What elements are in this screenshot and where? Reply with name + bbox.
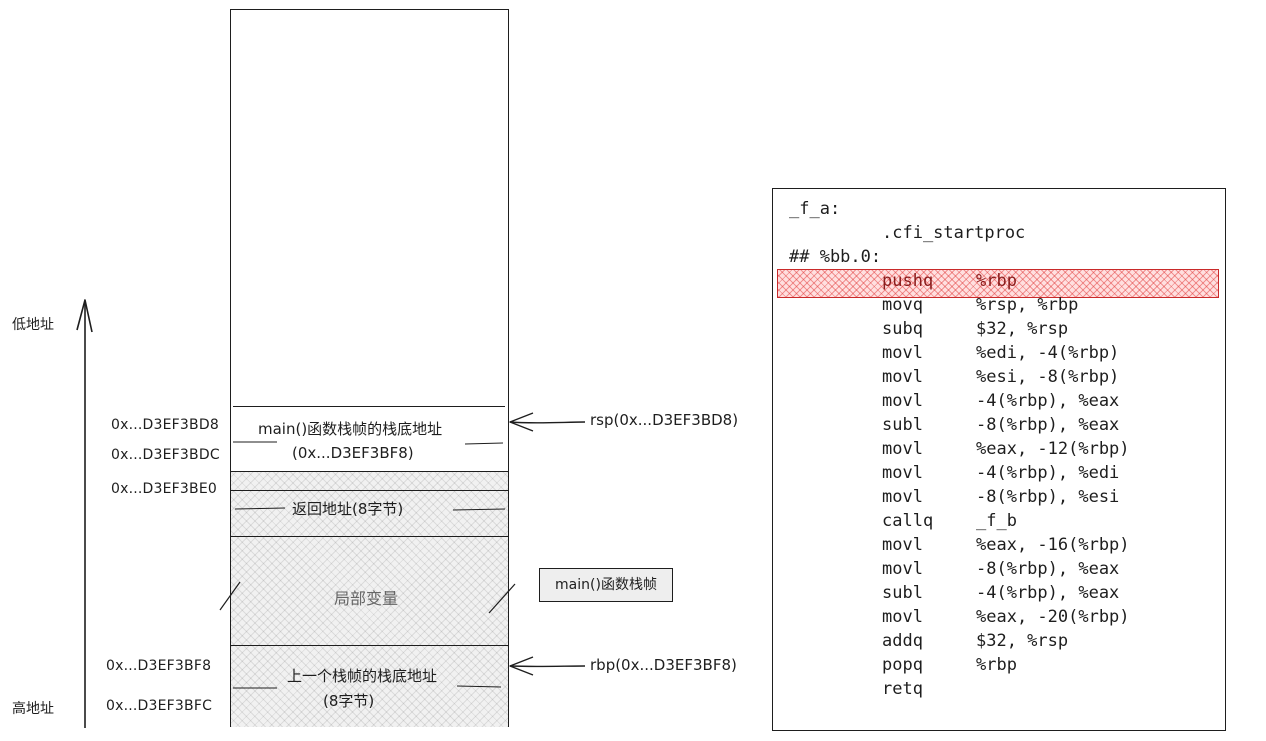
code-operands: $32, %rsp [976, 319, 1069, 339]
previous-frame-base-size: (8字节) [323, 692, 375, 710]
code-operands: -8(%rbp), %eax [976, 415, 1120, 435]
code-operands: %edi, -4(%rbp) [976, 343, 1120, 363]
address-bf8: 0x...D3EF3BF8 [106, 658, 212, 674]
code-line: addq $32, %rsp [789, 629, 1219, 653]
divider-return-top [231, 490, 508, 491]
code-mnemonic: movl [882, 487, 923, 507]
rsp-arrow [509, 412, 586, 432]
code-line: movl %esi, -8(%rbp) [789, 365, 1219, 389]
code-line: .cfi_startproc [789, 221, 1219, 245]
code-line: movl -4(%rbp), %edi [789, 461, 1219, 485]
previous-frame-base-label: 上一个栈帧的栈底地址 [287, 667, 438, 685]
code-operands: _f_b [976, 511, 1017, 531]
return-address-label: 返回地址(8字节) [292, 500, 404, 518]
rbp-arrow [509, 656, 586, 676]
code-line: subl -8(%rbp), %eax [789, 413, 1219, 437]
code-operands: %eax, -12(%rbp) [976, 439, 1130, 459]
low-address-label: 低地址 [12, 317, 54, 333]
divider-rbp [231, 645, 508, 646]
code-line: retq [789, 677, 1219, 701]
code-mnemonic: movl [882, 343, 923, 363]
main-frame-base-address-value: (0x...D3EF3BF8) [292, 444, 414, 462]
code-line: subl -4(%rbp), %eax [789, 581, 1219, 605]
code-line: movq %rsp, %rbp [789, 293, 1219, 317]
main-frame-base-address-label: main()函数栈帧的栈底地址 [258, 420, 443, 438]
code-mnemonic: pushq [882, 271, 934, 291]
code-mnemonic: movl [882, 367, 923, 387]
code-line: _f_a: [789, 197, 1219, 221]
code-line: popq %rbp [789, 653, 1219, 677]
code-operands: -4(%rbp), %eax [976, 391, 1120, 411]
code-mnemonic: movq [882, 295, 923, 315]
highlighted-instruction [777, 269, 1219, 298]
code-mnemonic: subq [882, 319, 923, 339]
code-operands: %rsp, %rbp [976, 295, 1079, 315]
code-operands: %eax, -20(%rbp) [976, 607, 1130, 627]
code-line: movl %eax, -20(%rbp) [789, 605, 1219, 629]
code-line: subq $32, %rsp [789, 317, 1219, 341]
code-mnemonic: callq [882, 511, 934, 531]
code-label: ## %bb.0: [789, 247, 882, 267]
code-line: movl %edi, -4(%rbp) [789, 341, 1219, 365]
code-mnemonic: addq [882, 631, 923, 651]
code-line: movl -4(%rbp), %eax [789, 389, 1219, 413]
code-operands: %eax, -16(%rbp) [976, 535, 1130, 555]
main-stack-frame [231, 471, 508, 727]
code-operands: -8(%rbp), %eax [976, 559, 1120, 579]
code-label: _f_a: [789, 199, 841, 219]
code-line: pushq %rbp [789, 269, 1219, 293]
code-operands: -8(%rbp), %esi [976, 487, 1120, 507]
divider-return-bottom [231, 536, 508, 537]
code-operands: %rbp [976, 271, 1017, 291]
code-mnemonic: movl [882, 463, 923, 483]
rbp-pointer-label: rbp(0x...D3EF3BF8) [590, 656, 737, 674]
code-mnemonic: retq [882, 679, 923, 699]
code-mnemonic: movl [882, 439, 923, 459]
high-address-label: 高地址 [12, 701, 54, 717]
code-operands: %rbp [976, 655, 1017, 675]
code-mnemonic: .cfi_startproc [882, 223, 1026, 243]
code-mnemonic: movl [882, 535, 923, 555]
code-operands: %esi, -8(%rbp) [976, 367, 1120, 387]
code-operands: $32, %rsp [976, 631, 1069, 651]
code-line: ## %bb.0: [789, 245, 1219, 269]
code-mnemonic: movl [882, 391, 923, 411]
code-operands: -4(%rbp), %edi [976, 463, 1120, 483]
main-frame-label: main()函数栈帧 [539, 568, 673, 602]
code-line: callq _f_b [789, 509, 1219, 533]
divider-rsp [233, 406, 505, 407]
code-mnemonic: popq [882, 655, 923, 675]
rsp-pointer-label: rsp(0x...D3EF3BD8) [590, 411, 739, 429]
sketch-strokes [219, 441, 516, 689]
code-line: movl %eax, -12(%rbp) [789, 437, 1219, 461]
address-be0: 0x...D3EF3BE0 [111, 481, 217, 497]
local-variables-label: 局部变量 [334, 589, 399, 608]
code-line: movl %eax, -16(%rbp) [789, 533, 1219, 557]
code-operands: -4(%rbp), %eax [976, 583, 1120, 603]
code-mnemonic: movl [882, 559, 923, 579]
code-mnemonic: subl [882, 415, 923, 435]
code-mnemonic: movl [882, 607, 923, 627]
code-line: movl -8(%rbp), %eax [789, 557, 1219, 581]
code-line: movl -8(%rbp), %esi [789, 485, 1219, 509]
code-mnemonic: subl [882, 583, 923, 603]
address-bd8: 0x...D3EF3BD8 [111, 417, 219, 433]
address-bdc: 0x...D3EF3BDC [111, 447, 220, 463]
address-bfc: 0x...D3EF3BFC [106, 698, 213, 714]
address-axis-arrow [76, 299, 93, 728]
